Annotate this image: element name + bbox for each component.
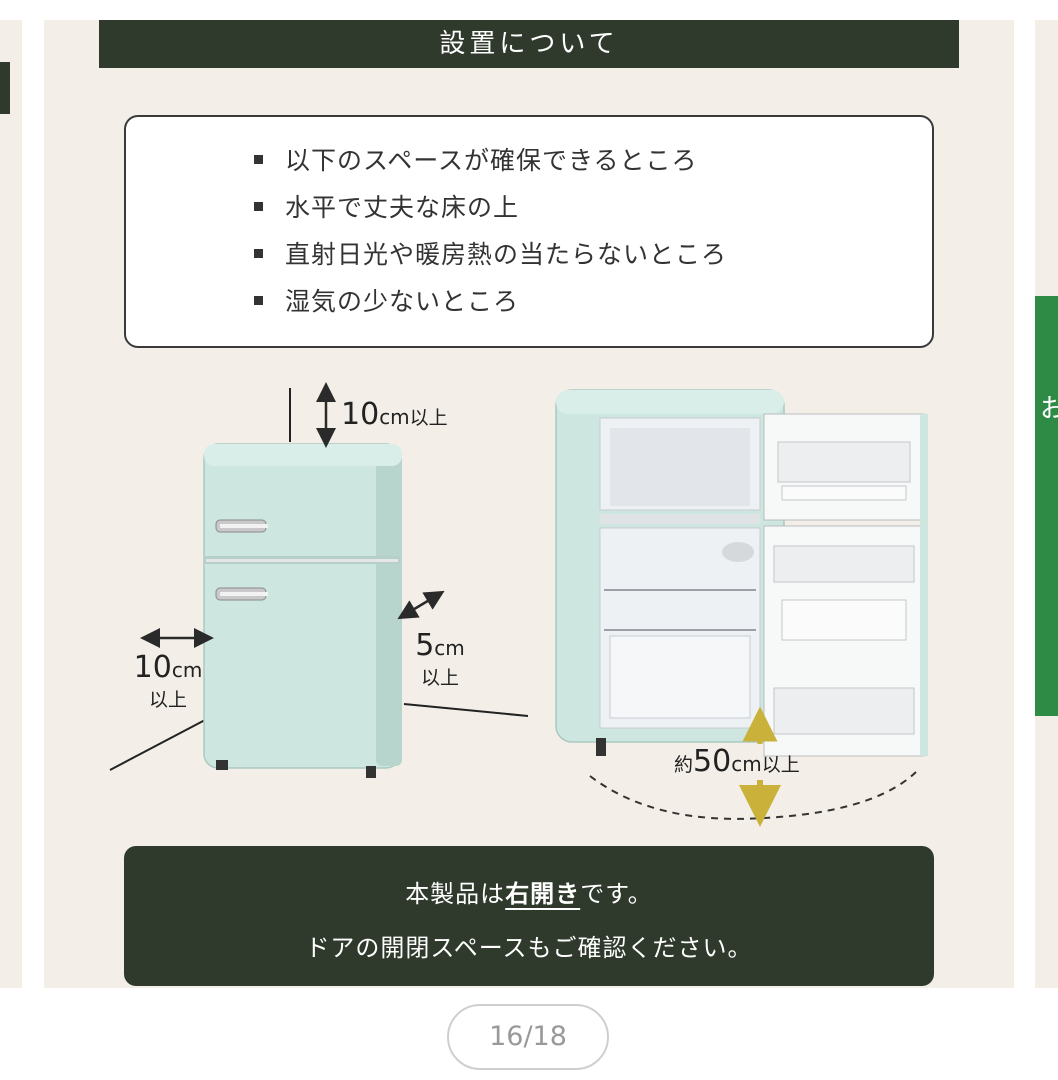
requirements-list: 以下のスペースが確保できるところ 水平で丈夫な床の上 直射日光や暖房熱の当たらな… <box>126 117 932 329</box>
previous-slide-peek[interactable] <box>0 20 22 988</box>
page-indicator[interactable]: 16/18 <box>447 1004 609 1070</box>
requirement-item: 以下のスペースが確保できるところ <box>254 141 932 188</box>
requirement-item: 水平で丈夫な床の上 <box>254 188 932 235</box>
clearance-arrows <box>140 382 445 648</box>
fridge-closed <box>203 443 402 778</box>
previous-slide-tab <box>0 62 10 114</box>
clearance-left-label: 10cm 以上 <box>133 650 203 711</box>
door-note-box: 本製品は右開きです。 ドアの開閉スペースもご確認ください。 <box>124 846 934 986</box>
door-swing <box>589 706 917 827</box>
note-line-2: ドアの開閉スペースもご確認ください。 <box>305 934 753 962</box>
next-slide-green-panel <box>1035 296 1058 716</box>
door-clearance-label: 約50cm以上 <box>674 744 800 779</box>
installation-illustration <box>109 382 928 827</box>
bullet-icon <box>254 154 263 164</box>
bullet-icon <box>254 248 263 258</box>
requirements-box: 以下のスペースが確保できるところ 水平で丈夫な床の上 直射日光や暖房熱の当たらな… <box>124 115 934 348</box>
requirement-item: 湿気の少ないところ <box>254 282 932 329</box>
note-line-1: 本製品は右開きです。 <box>405 880 653 908</box>
clearance-right-label: 5cm 以上 <box>415 628 465 689</box>
bullet-icon <box>254 295 263 305</box>
section-title-banner: 設置について <box>99 20 959 68</box>
requirement-item: 直射日光や暖房熱の当たらないところ <box>254 235 932 282</box>
fridge-open <box>555 389 928 757</box>
next-slide-char: お <box>1040 394 1058 424</box>
bullet-icon <box>254 201 263 211</box>
clearance-top-label: 10cm以上 <box>341 397 448 432</box>
carousel-slide: 設置について 以下のスペースが確保できるところ 水平で丈夫な床の上 直射日光や暖… <box>44 20 1014 988</box>
